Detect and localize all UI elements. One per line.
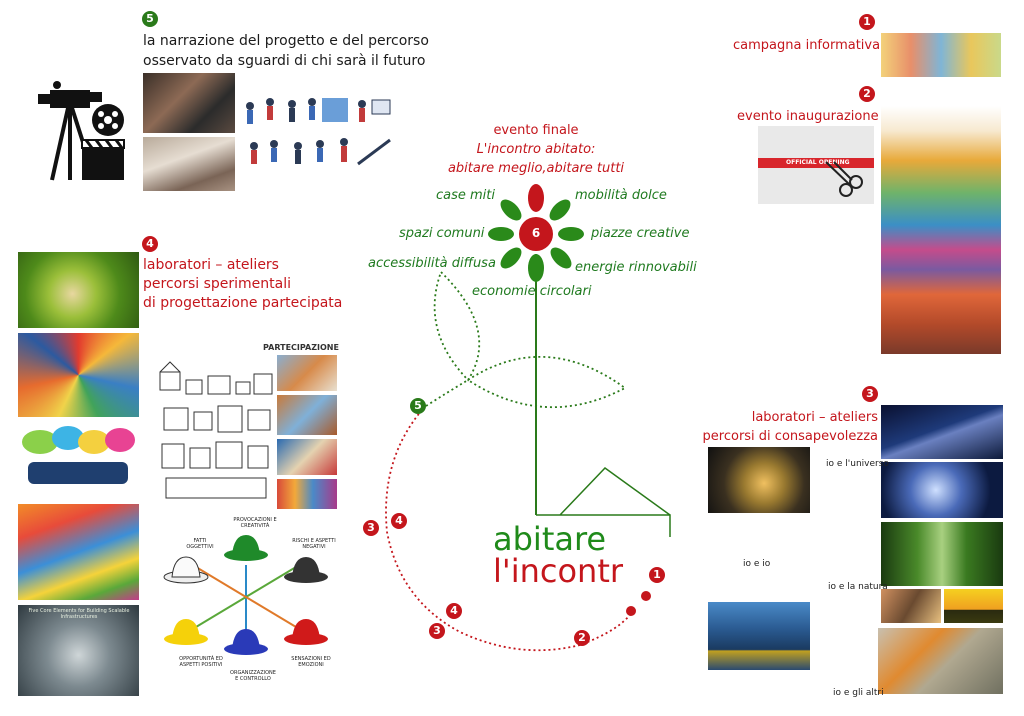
leaf-right xyxy=(466,356,627,409)
inauguration-label: evento inaugurazione xyxy=(737,109,879,124)
red-hat-icon xyxy=(292,619,320,639)
path-number-4a: 4 xyxy=(391,513,407,529)
hat-red-label: SENSAZIONI ED EMOZIONI xyxy=(291,656,331,668)
infrastructure-elements-image: Five Core Elements for Building Scalable… xyxy=(18,605,139,696)
participation-title: PARTECIPAZIONE xyxy=(263,343,339,352)
caption-self: io e io xyxy=(743,559,771,569)
yellow-hat-icon xyxy=(172,619,200,639)
petal-label-mobilita-dolce: mobilità dolce xyxy=(575,188,667,203)
film-crew-illustration xyxy=(246,98,391,166)
workshop-participation-text: laboratori – ateliers percorsi speriment… xyxy=(143,256,342,313)
step-number-3: 3 xyxy=(862,386,878,402)
narration-text: la narrazione del progetto e del percors… xyxy=(143,31,429,71)
caption-universe: io e l'universo xyxy=(826,459,889,469)
six-hats-diagram xyxy=(163,535,328,655)
petal-label-economie: economie circolari xyxy=(472,284,592,299)
sketch-drawings-image xyxy=(159,361,273,499)
colorful-building-photo-1 xyxy=(277,355,337,391)
path-number-2: 2 xyxy=(574,630,590,646)
forest-path-image xyxy=(881,522,1003,586)
workshop-line-3: di progettazione partecipata xyxy=(143,295,343,311)
awareness-line-1: laboratori – ateliers xyxy=(751,410,878,425)
kids-filming-photo-1 xyxy=(143,73,235,133)
map-image xyxy=(878,628,1003,694)
petal-label-spazi-comuni: spazi comuni xyxy=(399,226,485,241)
final-event-line-2: L'incontro abitato: xyxy=(476,142,596,157)
narration-line-1: la narrazione del progetto e del percors… xyxy=(143,33,429,49)
scissors-icon xyxy=(825,161,863,197)
logo-incontro: l'incontr xyxy=(493,552,624,590)
crowd-photo xyxy=(277,479,337,509)
step-number-5: 5 xyxy=(142,11,158,27)
caption-nature: io e la natura xyxy=(828,582,888,592)
final-event-line-1: evento finale xyxy=(493,123,579,138)
milky-way-image xyxy=(881,405,1003,459)
step-number-4: 4 xyxy=(142,236,158,252)
campaign-crowd-image xyxy=(881,33,1001,77)
green-hat-icon xyxy=(232,535,260,555)
crowd-bubbles-image xyxy=(881,106,1001,354)
petal-label-energie: energie rinnovabili xyxy=(575,260,697,275)
colorful-houses-painting xyxy=(18,504,139,600)
zen-stones-image xyxy=(18,252,139,328)
hat-blue-label: ORGANIZZAZIONE E CONTROLLO xyxy=(230,670,276,682)
campaign-label: campagna informativa xyxy=(733,38,881,53)
caption-others: io e gli altri xyxy=(833,688,884,698)
hat-black-label: RISCHI E ASPETTI NEGATIVI xyxy=(292,538,336,550)
path-number-3a: 3 xyxy=(363,520,379,536)
infra-title: Five Core Elements for Building Scalable… xyxy=(28,608,130,620)
logo-abitare: abitare xyxy=(493,520,607,558)
speech-bubbles-image xyxy=(22,426,135,484)
petal-label-case-miti: case miti xyxy=(436,188,496,203)
black-hat-icon xyxy=(292,557,320,577)
flower-center xyxy=(519,217,553,251)
path-number-3b: 3 xyxy=(429,623,445,639)
cosmic-head-image xyxy=(881,462,1003,518)
hat-yellow-label: OPPORTUNITÀ ED ASPETTI POSITIVI xyxy=(179,656,223,668)
step-number-2: 2 xyxy=(859,86,875,102)
final-event-line-3: abitare meglio,abitare tutti xyxy=(447,161,625,176)
kids-filming-photo-2 xyxy=(143,137,235,191)
workshop-line-2: percorsi sperimentali xyxy=(143,276,292,292)
colorful-building-photo-3 xyxy=(277,439,337,475)
flower-center-number: 6 xyxy=(531,226,541,240)
path-number-4b: 4 xyxy=(446,603,462,619)
horse-image xyxy=(881,589,941,623)
movie-camera-icon xyxy=(38,81,125,181)
colorful-geometric-image xyxy=(18,333,139,417)
crystal-ball-image xyxy=(708,447,810,513)
petal-label-accessibilita: accessibilità diffusa xyxy=(368,256,496,271)
animals-silhouette-image xyxy=(944,589,1003,623)
colorful-building-photo-2 xyxy=(277,395,337,435)
flower-petals xyxy=(488,184,584,282)
crowd-blue-image xyxy=(708,602,810,670)
awareness-text: laboratori – ateliers percorsi di consap… xyxy=(700,408,878,446)
path-number-1: 1 xyxy=(649,567,665,583)
awareness-line-2: percorsi di consapevolezza xyxy=(702,429,878,444)
workshop-line-1: laboratori – ateliers xyxy=(143,257,279,273)
step-number-1: 1 xyxy=(859,14,875,30)
hat-green-label: PROVOCAZIONI E CREATIVITÀ xyxy=(233,517,277,529)
official-opening-image: OFFICIAL OPENING xyxy=(758,126,874,204)
petal-label-piazze-creative: piazze creative xyxy=(591,226,690,241)
ribbon-text: OFFICIAL OPENING xyxy=(786,159,850,166)
house-outline xyxy=(535,467,671,537)
final-event-text: evento finale L'incontro abitato: abitar… xyxy=(420,121,652,178)
blue-hat-icon xyxy=(232,629,260,649)
hat-white-label: FATTI OGGETTIVI xyxy=(186,538,214,550)
narration-line-2: osservato da sguardi di chi sarà il futu… xyxy=(143,53,426,69)
white-hat-icon xyxy=(171,556,201,578)
path-number-5: 5 xyxy=(410,398,426,414)
